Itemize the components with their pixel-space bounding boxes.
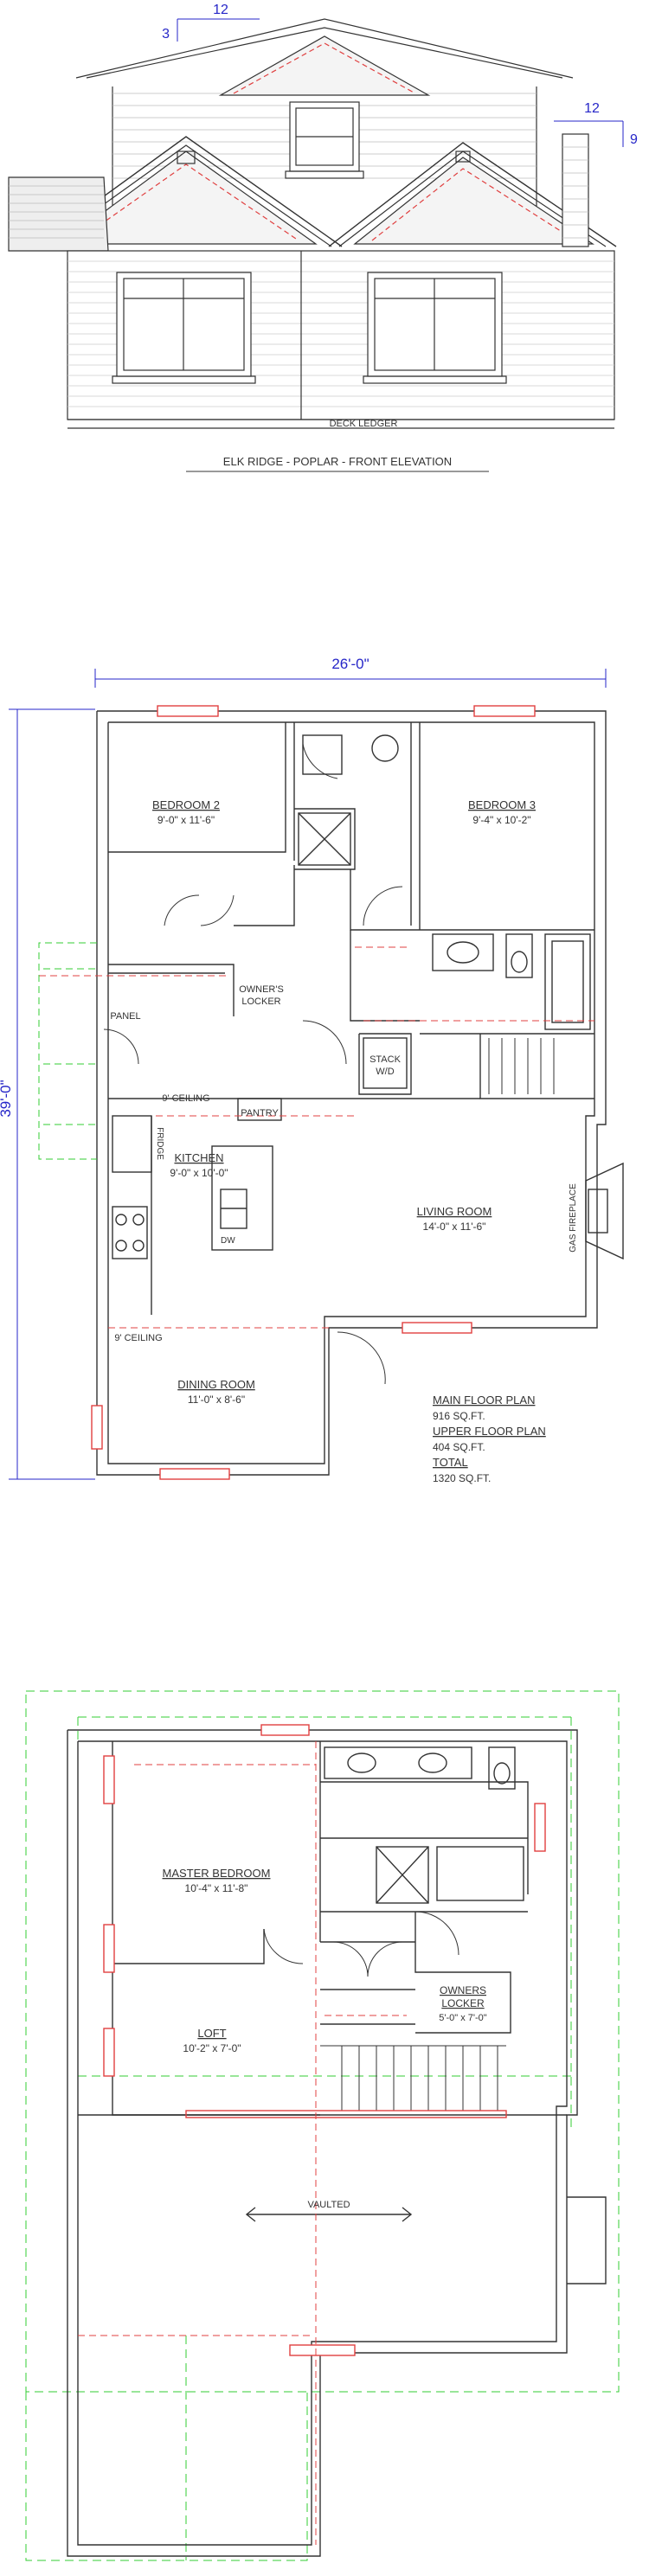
bedroom3-name: BEDROOM 3: [468, 798, 536, 811]
stack-label: STACK: [369, 1054, 402, 1065]
right-pitch-run: 12: [584, 101, 600, 116]
pantry-label: PANTRY: [241, 1108, 279, 1118]
porch-outline: [38, 942, 97, 1160]
upper-floor-summary-value: 404 SQ.FT.: [433, 1441, 485, 1453]
upper-gable-shingles: [218, 35, 431, 96]
vaulted-label: VAULTED: [307, 2200, 350, 2210]
upper-floor-summary-label: UPPER FLOOR PLAN: [433, 1425, 546, 1438]
upper-tub: [436, 1846, 524, 1901]
owners-locker-label-2: LOCKER: [241, 996, 280, 1007]
master-bedroom-size: 10'-4" x 11'-8": [185, 1882, 248, 1894]
fridge: [112, 1115, 152, 1173]
left-pitch-rise: 3: [162, 27, 170, 42]
main-floor-summary-label: MAIN FLOOR PLAN: [433, 1394, 535, 1407]
main-roof-outline: [75, 18, 574, 79]
upper-green-outlines: [25, 1690, 620, 2561]
main-beam-lines: [39, 946, 594, 1329]
bath-toilet: [505, 933, 533, 978]
upper-windows: [103, 1724, 546, 2356]
lower-window-right: [363, 272, 507, 384]
upper-owners-locker-2: LOCKER: [441, 1997, 485, 2009]
main-floor-dimensions: [9, 669, 607, 1480]
front-elevation: [8, 18, 617, 429]
bathtub: [544, 933, 591, 1030]
upper-floor-plan: [25, 1690, 620, 2561]
kitchen-name: KITCHEN: [174, 1151, 223, 1164]
panel-label: PANEL: [110, 1011, 140, 1022]
upper-owners-locker-size: 5'-0" x 7'-0": [439, 2013, 487, 2023]
upper-toilet: [488, 1746, 516, 1790]
living-room-size: 14'-0" x 11'-6": [423, 1221, 486, 1233]
upper-beam-lines: [78, 1741, 407, 2545]
main-stair: [488, 1038, 555, 1094]
gas-fireplace-label: GAS FIREPLACE: [569, 1183, 578, 1253]
dining-room-name: DINING ROOM: [177, 1378, 255, 1391]
owners-locker-label-1: OWNER'S: [239, 984, 284, 995]
upper-exterior-wall: [67, 1729, 578, 2557]
right-pitch-rise: 9: [630, 132, 638, 147]
main-floor-summary-value: 916 SQ.FT.: [433, 1410, 485, 1422]
gas-fireplace: [585, 1162, 624, 1260]
bedroom2-name: BEDROOM 2: [152, 798, 220, 811]
living-room-name: LIVING ROOM: [417, 1205, 492, 1218]
total-summary-value: 1320 SQ.FT.: [433, 1472, 491, 1484]
sink-basin-main: [371, 734, 399, 762]
lower-window-left: [112, 272, 256, 384]
main-windows: [91, 705, 536, 1480]
fridge-label: FRIDGE: [155, 1127, 164, 1160]
loft-name: LOFT: [197, 2027, 226, 2040]
ceiling-label-2: 9' CEILING: [114, 1333, 162, 1343]
dw-label: DW: [221, 1236, 235, 1246]
main-floor-plan: [9, 669, 624, 1480]
bedroom2-size: 9'-0" x 11'-6": [157, 814, 215, 826]
double-vanity: [324, 1746, 472, 1779]
deck-ledger-label: DECK LEDGER: [330, 419, 398, 429]
elevation-title: ELK RIDGE - POPLAR - FRONT ELEVATION: [223, 455, 452, 468]
bath-sink: [432, 933, 494, 971]
upper-owners-locker-1: OWNERS: [440, 1984, 486, 1996]
kitchen-size: 9'-0" x 10'-0": [170, 1167, 228, 1179]
overall-width-dim: 26'-0": [331, 656, 369, 672]
ceiling-label-1: 9' CEILING: [162, 1093, 209, 1104]
upper-stair: [320, 2045, 506, 2111]
overall-depth-dim: 39'-0": [0, 1080, 14, 1117]
total-summary-label: TOTAL: [433, 1456, 468, 1469]
chimney: [562, 133, 589, 247]
master-bedroom-name: MASTER BEDROOM: [163, 1867, 271, 1880]
shower: [298, 812, 351, 866]
dining-room-size: 11'-0" x 8'-6": [188, 1394, 245, 1406]
roof-pitch-markers: [177, 18, 624, 147]
cooktop: [112, 1206, 148, 1259]
loft-size: 10'-2" x 7'-0": [183, 2042, 241, 2054]
upper-shower: [376, 1846, 429, 1904]
pantry: [237, 1098, 282, 1121]
kitchen-island: [211, 1145, 273, 1251]
bedroom3-size: 9'-4" x 10'-2": [472, 814, 530, 826]
left-pitch-run: 12: [213, 3, 228, 17]
wd-label: W/D: [376, 1067, 394, 1077]
stack-washer-dryer: [363, 1037, 408, 1089]
porch-roof: [8, 176, 109, 252]
